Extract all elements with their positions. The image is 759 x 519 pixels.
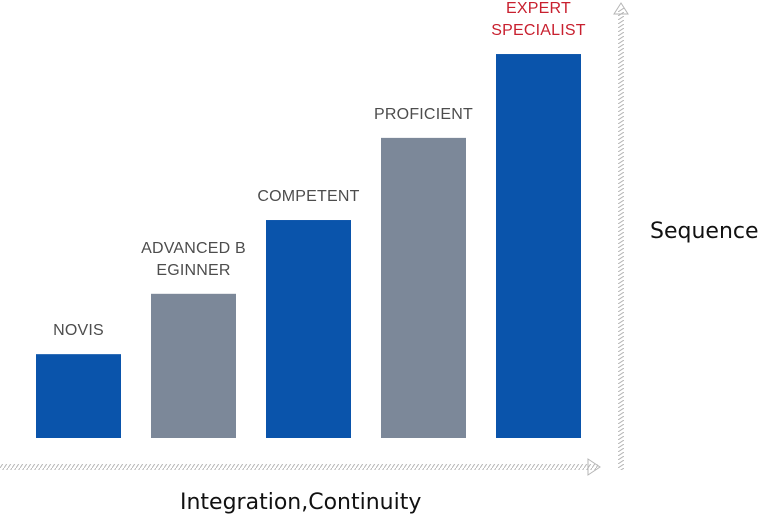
bar-label-4: EXPERT SPECIALIST — [469, 0, 609, 42]
bar-label-line: EGINNER — [156, 261, 231, 279]
bars — [36, 54, 581, 439]
bar-label-line: NOVIS — [53, 322, 104, 340]
bar-label-line: COMPETENT — [257, 188, 360, 206]
x-axis — [0, 464, 598, 470]
x-axis-label: Integration,Continuity — [180, 490, 422, 515]
bar-label-2: COMPETENT — [239, 186, 379, 208]
bar-label-line: SPECIALIST — [491, 22, 586, 40]
bar-label-line: EXPERT — [506, 0, 571, 18]
bar-label-line: PROFICIENT — [374, 105, 473, 123]
bar-label-3: PROFICIENT — [354, 104, 494, 126]
y-axis-arrow — [613, 2, 629, 15]
y-axis-label: Sequence — [650, 219, 759, 244]
bar-4 — [496, 54, 581, 438]
y-axis — [618, 8, 624, 470]
bar-0 — [36, 354, 121, 438]
bar-3 — [381, 137, 466, 439]
bar-label-line: ADVANCED B — [141, 239, 246, 257]
bar-2 — [266, 220, 351, 438]
bar-1 — [151, 293, 236, 438]
bar-label-1: ADVANCED B EGINNER — [124, 238, 264, 282]
bar-label-0: NOVIS — [9, 320, 149, 342]
x-axis-arrow — [587, 458, 601, 476]
